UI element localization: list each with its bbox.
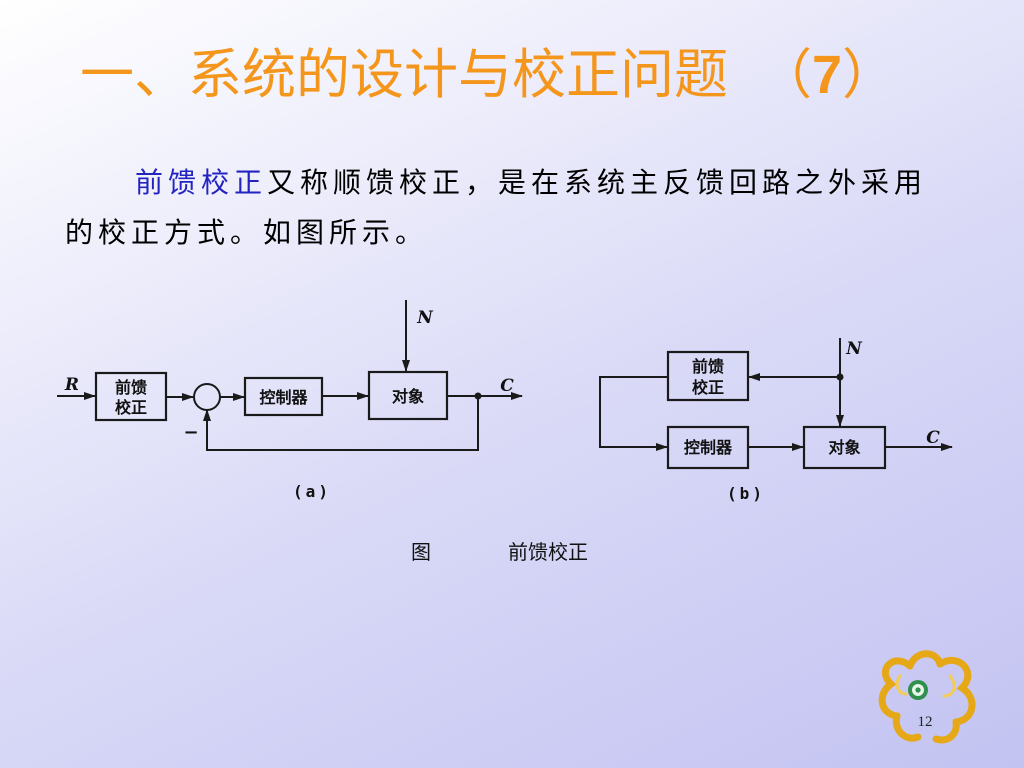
feedforward-block-a-label-line2: 校正 [115,398,147,417]
input-label-r: R [64,375,79,395]
diagram-a-caption: (a) [293,482,331,501]
logo-swirl-left [878,657,914,720]
slide-title-number-group: （7） [758,43,896,106]
controller-block-b: 控制器 [666,425,750,470]
feedforward-block-b-label-line2: 校正 [692,378,724,397]
slide-title: 一、系统的设计与校正问题 （7） [80,40,896,110]
body-line-2: 的校正方式。如图所示。 [65,216,429,249]
highlight-term: 前馈校正 [135,166,268,199]
page-number: 12 [918,714,933,730]
controller-block-b-label: 控制器 [684,438,733,457]
feedforward-block-a-label-line1: 前馈 [115,378,147,397]
diagram-b-caption: (b) [727,484,765,503]
summing-junction [193,383,221,411]
plant-block-b-label: 对象 [828,438,860,457]
title-paren-open: （ [758,43,812,106]
feedback-path [203,396,479,451]
title-number: 7 [812,45,843,105]
emblem-swirl-logo [878,650,976,744]
feedforward-block-b-label-line1: 前馈 [692,357,724,376]
controller-block-a-label: 控制器 [259,388,308,407]
body-line-1-text: 又称顺馈校正，是在系统主反馈回路之外采用 [267,166,928,199]
logo-swirl-right [936,656,976,726]
figure-caption: 图 前馈校正 [411,540,588,564]
slide-title-text: 一、系统的设计与校正问题 [80,43,728,106]
plant-block-a-label: 对象 [392,387,424,406]
plant-block-b: 对象 [802,425,887,470]
output-label-c-a: C [500,376,514,396]
logo-inner-curl-right [942,674,956,698]
feedforward-block-a: 前馈 校正 [94,371,168,422]
diagram-b: 前馈 校正 控制器 对象 N C (b) [599,338,953,503]
controller-block-a: 控制器 [243,376,324,417]
figure-caption-prefix: 图 [411,540,431,564]
figure-caption-text: 前馈校正 [508,540,588,564]
title-paren-close: ） [842,43,897,106]
logo-swirl-bottom-left [892,712,922,742]
output-label-c-b: C [926,428,940,448]
disturbance-label-n-a: N [416,308,434,328]
diagram-a: R 前馈 校正 控制器 对象 N C [57,300,523,501]
feedback-sign: − [183,422,198,443]
logo-inner-curl-left [895,674,908,696]
logo-swirl-bottom-right [932,718,960,744]
body-line-1: 前馈校正又称顺馈校正，是在系统主反馈回路之外采用 [135,164,927,202]
logo-swirl-top [906,650,944,670]
logo-emblem-center [915,687,921,693]
feedforward-block-b: 前馈 校正 [666,350,750,402]
plant-block-a: 对象 [367,370,449,421]
feedforward-to-controller-path [599,376,668,451]
disturbance-label-n-b: N [845,339,863,359]
